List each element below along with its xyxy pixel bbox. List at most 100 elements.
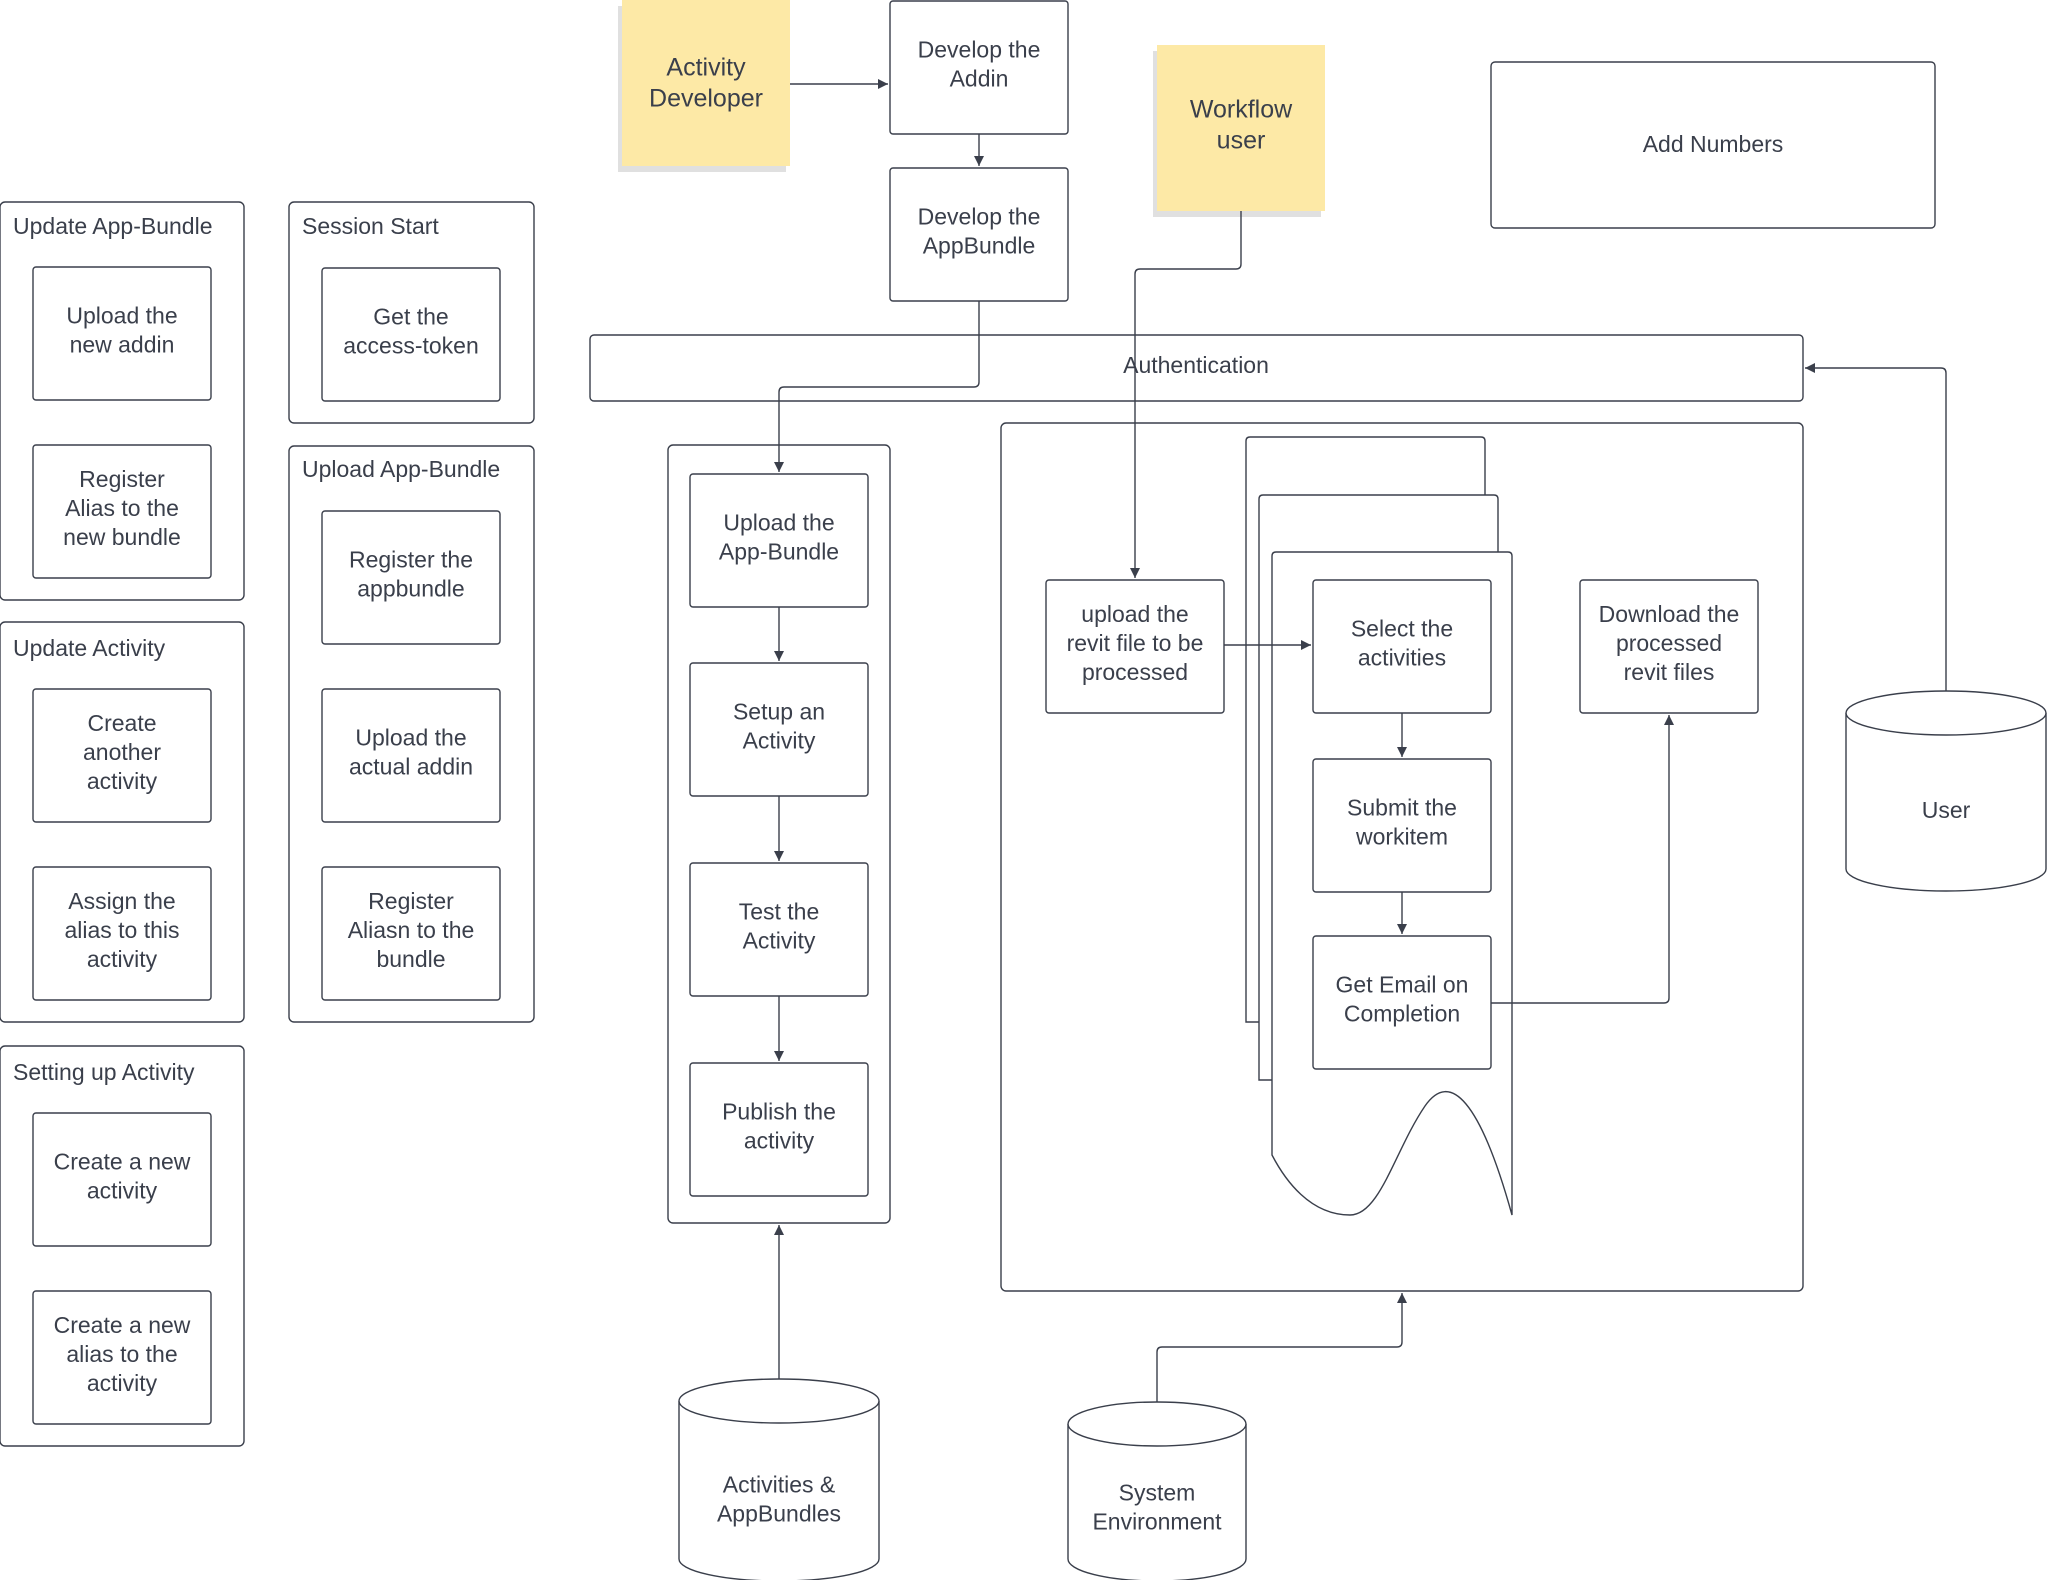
step-box (1579, 579, 1759, 714)
sticky-workflow-user: Workflow user (1153, 45, 1325, 217)
step-box (32, 266, 212, 401)
group-title: Setting up Activity (13, 1059, 195, 1085)
add-numbers-label: Add Numbers (1643, 131, 1784, 157)
label-line: alias to the (66, 1341, 177, 1367)
label-line: workitem (1355, 824, 1448, 850)
step-get-email: Get Email on Completion (1336, 972, 1469, 1027)
group-title: Update Activity (13, 635, 166, 661)
step-box (321, 866, 501, 1001)
step-box (32, 444, 212, 579)
label-line: System (1119, 1480, 1196, 1506)
group-title: Update App-Bundle (13, 213, 213, 239)
authentication-label: Authentication (1123, 352, 1269, 378)
label-line: Create (87, 710, 156, 736)
label-line: activity (744, 1128, 815, 1154)
arrow-appbundle-to-upload (774, 301, 980, 472)
label-line: Alias to the (65, 495, 179, 521)
step-download-processed: Download the processed revit files (1599, 601, 1740, 685)
step-box (1045, 579, 1225, 714)
label-line: Addin (950, 66, 1009, 92)
group-title: Session Start (302, 213, 439, 239)
label-line: activity (87, 1178, 158, 1204)
label-line: processed (1616, 630, 1722, 656)
label-line: Activities & (723, 1472, 835, 1498)
label-line: new addin (70, 332, 175, 358)
label-line: Download the (1599, 601, 1740, 627)
group-title: Upload App-Bundle (302, 456, 500, 482)
label-line: AppBundle (923, 233, 1036, 259)
step-submit-workitem: Submit the workitem (1347, 795, 1457, 850)
label-line: Test the (739, 899, 820, 925)
label-line: appbundle (357, 576, 464, 602)
step-upload-new-addin: Upload the new addin (66, 303, 177, 358)
label-line: bundle (376, 946, 445, 972)
label-line: App-Bundle (719, 539, 839, 565)
sticky-fill (1157, 45, 1325, 211)
label-line: actual addin (349, 754, 473, 780)
label-line: Assign the (68, 888, 175, 914)
arrow-user-to-authentication (1805, 363, 1947, 691)
sticky-fill (622, 0, 790, 166)
label-line: access-token (343, 333, 479, 359)
label-line: new bundle (63, 524, 181, 550)
database-label: Activities &AppBundles (717, 1472, 841, 1527)
label-line: Develop the (918, 37, 1041, 63)
database-activities-appbundles: Activities &AppBundles (678, 1378, 880, 1580)
label-line: revit file to be (1067, 630, 1204, 656)
step-box (321, 267, 501, 402)
label-line: revit files (1624, 659, 1715, 685)
label-line: Submit the (1347, 795, 1457, 821)
label-line: processed (1082, 659, 1188, 685)
label-line: User (1922, 797, 1971, 823)
label-line: upload the (1081, 601, 1188, 627)
label-line: Get Email on (1336, 972, 1469, 998)
label-line: Register (368, 888, 454, 914)
label-line: another (83, 739, 161, 765)
step-box (32, 688, 212, 823)
label-line: Create a new (54, 1149, 191, 1175)
add-numbers-box: Add Numbers (1490, 61, 1936, 229)
database-label: User (1922, 797, 1971, 823)
label-line: Aliasn to the (348, 917, 475, 943)
step-box (321, 688, 501, 823)
step-box (689, 1062, 869, 1197)
label-line: user (1217, 127, 1266, 155)
label-line: Publish the (722, 1099, 836, 1125)
label-line: Upload the (66, 303, 177, 329)
label-line: Workflow (1190, 96, 1293, 124)
arrow-workflow-user-to-upload (1130, 211, 1242, 578)
database-user: User (1845, 690, 2047, 892)
step-box (321, 510, 501, 645)
step-publish-activity: Publish the activity (722, 1099, 836, 1154)
label-line: activity (87, 946, 158, 972)
label-line: Activity (743, 728, 816, 754)
label-line: Developer (649, 85, 763, 113)
label-line: Activity (666, 54, 746, 82)
label-line: Get the (373, 304, 448, 330)
group-setting-up-activity: Setting up Activity Create a new activity… (0, 1045, 245, 1447)
step-upload-revit-file: upload the revit file to be processed (1067, 601, 1204, 685)
workflow-container: upload the revit file to be processed Sele… (1000, 422, 1804, 1292)
label-line: Completion (1344, 1001, 1460, 1027)
label-line: Upload the (723, 510, 834, 536)
label-line: Activity (743, 928, 816, 954)
